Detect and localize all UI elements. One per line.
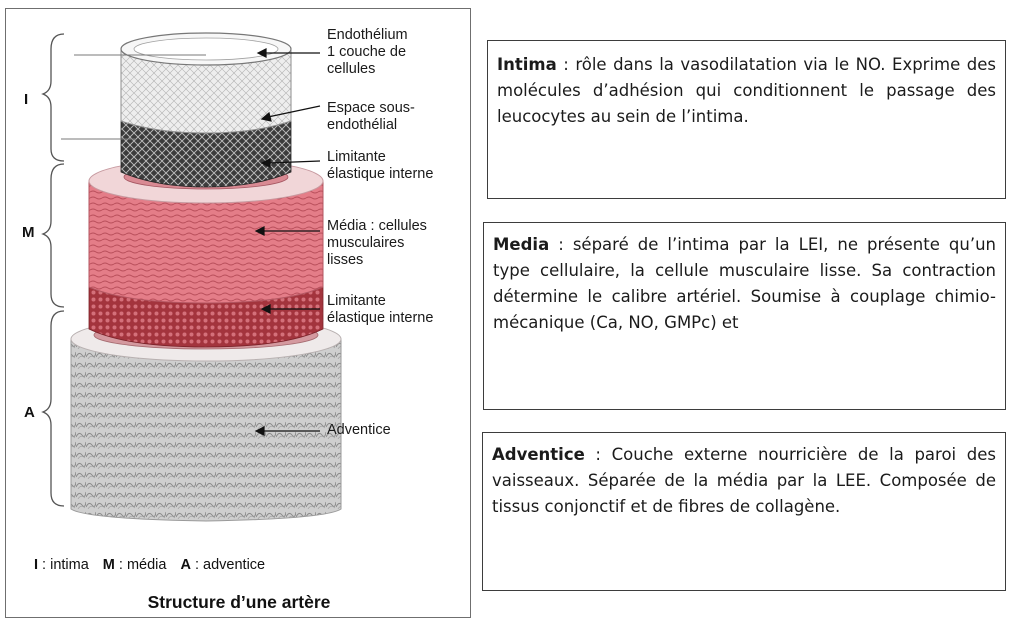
label-subendothelial-space: Espace sous- endothélial [327,100,415,133]
media-description: : séparé de l’intima par la LEI, ne prés… [493,235,996,332]
figure-legend: I : intima M : média A : adventice [34,557,265,573]
legend-a-text: : adventice [190,557,266,573]
artery-figure-panel: I M A Endothélium 1 couche de cellules E… [5,8,471,618]
label-lei-upper: Limitante élastique interne [327,149,434,182]
intima-term: Intima [497,55,557,74]
adventice-description-box: Adventice : Couche externe nourricière d… [482,432,1006,591]
media-description-box: Media : séparé de l’intima par la LEI, n… [483,222,1006,410]
label-lei-lower: Limitante élastique interne [327,293,434,326]
intima-description-box: Intima : rôle dans la vasodilatation via… [487,40,1006,199]
legend-a-key: A [180,557,191,573]
legend-i-key: I [34,557,39,573]
adventice-layer [70,316,342,522]
subendothelial-layer [120,118,292,188]
figure-title: Structure d’une artère [147,592,331,612]
media-brace [41,163,65,308]
intima-description: : rôle dans la vasodilatation via le NO.… [497,55,996,126]
label-media: Média : cellules musculaires lisses [327,218,427,268]
media-term: Media [493,235,550,254]
adventice-term: Adventice [492,445,585,464]
legend-i-text: : intima [38,557,89,573]
adventice-description: : Couche externe nourricière de la paroi… [492,445,996,516]
intima-brace [41,33,65,162]
adventice-brace [41,310,65,507]
label-adventice: Adventice [327,422,391,438]
label-endothelium: Endothélium 1 couche de cellules [327,27,408,77]
adventice-letter: A [24,404,35,421]
media-letter: M [22,224,35,241]
legend-m-text: : média [114,557,167,573]
label-pointers [254,48,321,436]
legend-m-key: M [102,557,115,573]
intima-letter: I [24,91,29,108]
artery-illustration [41,32,342,522]
